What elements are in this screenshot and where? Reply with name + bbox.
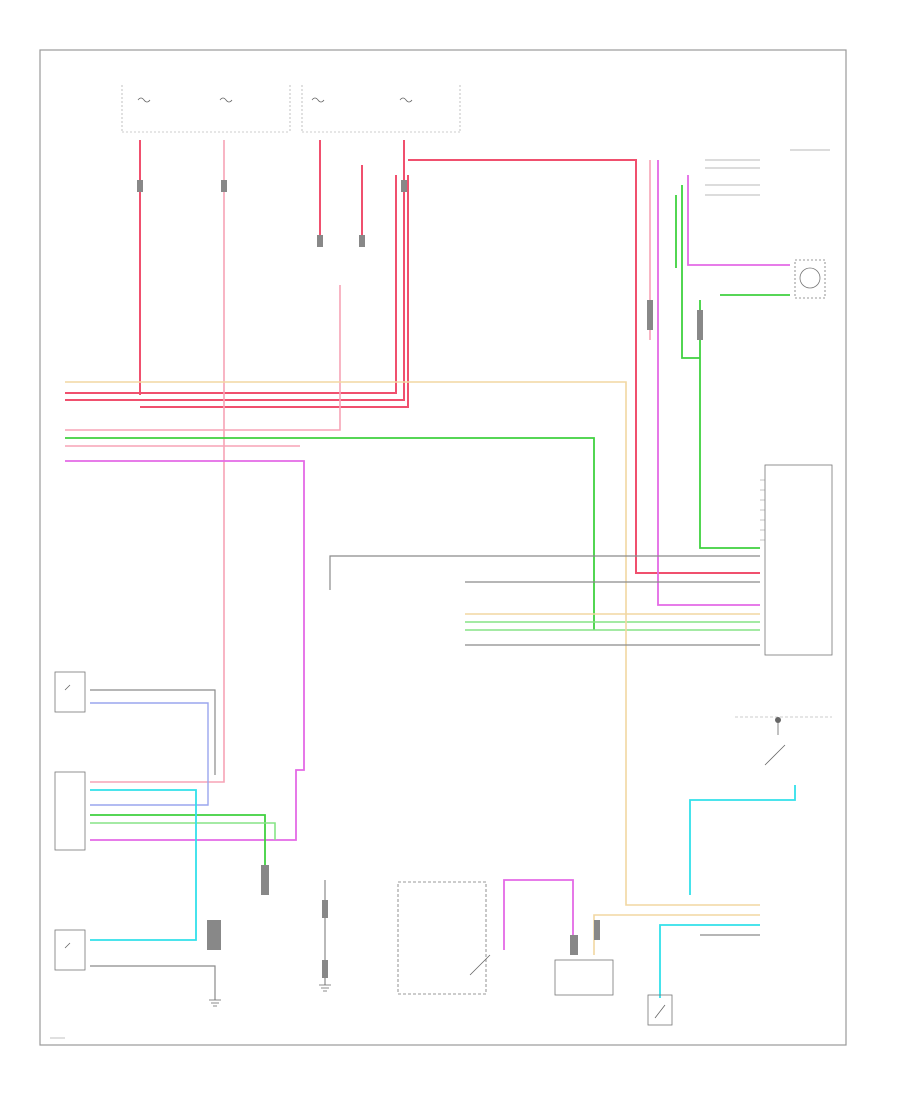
wire-group-red: [65, 140, 760, 574]
wire-group-magenta: [65, 160, 790, 950]
wire-cyan-3: [659, 924, 760, 998]
wire-magenta-2: [657, 160, 760, 606]
wire-cyan-2: [689, 785, 796, 895]
wire-gray-2: [329, 555, 760, 590]
wire-group-yellow: [65, 381, 760, 955]
wire-green-4: [699, 300, 760, 549]
wire-magenta-3: [687, 175, 790, 266]
fuse-block-group: [121, 85, 461, 133]
wire-group-lightgreen: [90, 621, 760, 840]
wire-magenta-1: [65, 460, 305, 841]
wire-pink-2: [65, 285, 341, 431]
wire-magenta-4: [503, 879, 574, 950]
brake-switch-component: [397, 881, 491, 995]
connector-markers: [137, 180, 703, 978]
wire-lightgreen-1: [90, 822, 276, 840]
wire-group-cyan: [90, 785, 796, 998]
wire-red-2: [65, 140, 405, 401]
wire-green-5: [90, 814, 266, 895]
left-sensor-middle: [54, 771, 86, 851]
relay-module-component: [554, 959, 614, 996]
wire-group-blue: [90, 702, 209, 806]
wire-group-green: [65, 185, 790, 895]
speed-sensor-component: [794, 259, 826, 299]
wire-gray-5: [90, 965, 216, 1000]
ground-symbols: [209, 984, 331, 1007]
wire-cyan-1: [90, 789, 197, 941]
wire-blue-1: [90, 702, 209, 806]
wire-group-gray: [90, 555, 760, 1000]
wire-pink-1: [90, 140, 225, 783]
wire-green-2: [681, 185, 700, 359]
harness-ticks-top-right: [705, 149, 830, 196]
wire-red-4: [408, 159, 760, 574]
wire-red-5: [140, 175, 409, 408]
control-module-component: [760, 464, 833, 656]
wire-gray-4: [90, 689, 216, 775]
ignition-switch-component: [735, 716, 832, 766]
wire-yellow-3: [593, 914, 760, 955]
wire-yellow-1: [65, 381, 760, 906]
left-sensor-bottom: [54, 929, 86, 971]
clutch-switch-component: [647, 994, 673, 1026]
wire-green-1: [65, 437, 595, 630]
diagram-frame: [39, 49, 847, 1046]
wire-red-3: [65, 175, 397, 394]
left-sensor-top: [54, 671, 86, 713]
